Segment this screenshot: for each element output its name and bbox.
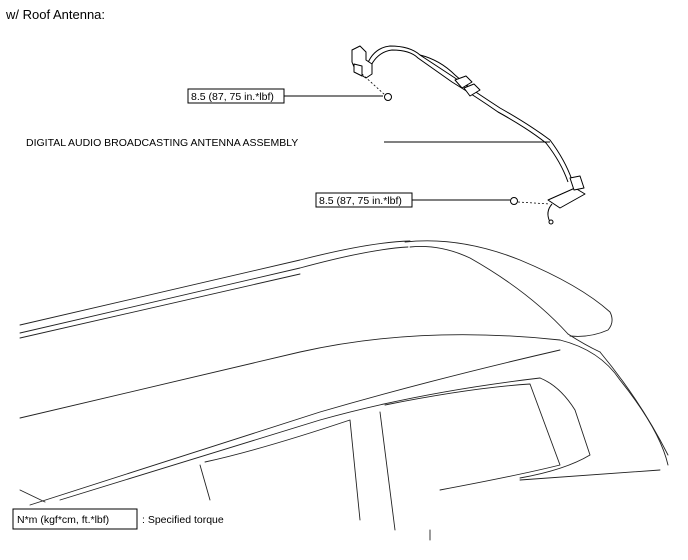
torque-callout-upper-text: 8.5 (87, 75 in.*lbf)	[191, 91, 274, 103]
legend-description: : Specified torque	[142, 514, 224, 526]
part-name-label: DIGITAL AUDIO BROADCASTING ANTENNA ASSEM…	[26, 137, 298, 149]
part-name-callout: DIGITAL AUDIO BROADCASTING ANTENNA ASSEM…	[26, 137, 550, 149]
legend: N*m (kgf*cm, ft.*lbf) : Specified torque	[12, 508, 224, 530]
torque-callout-lower: 8.5 (87, 75 in.*lbf)	[315, 192, 510, 208]
header-title: w/ Roof Antenna:	[5, 7, 105, 22]
vehicle-roof-outline	[19, 240, 669, 541]
torque-callout-upper: 8.5 (87, 75 in.*lbf)	[187, 88, 383, 104]
torque-callout-lower-text: 8.5 (87, 75 in.*lbf)	[319, 195, 402, 207]
antenna-assembly-drawing	[351, 45, 586, 225]
legend-unit-box-text: N*m (kgf*cm, ft.*lbf)	[17, 514, 109, 526]
